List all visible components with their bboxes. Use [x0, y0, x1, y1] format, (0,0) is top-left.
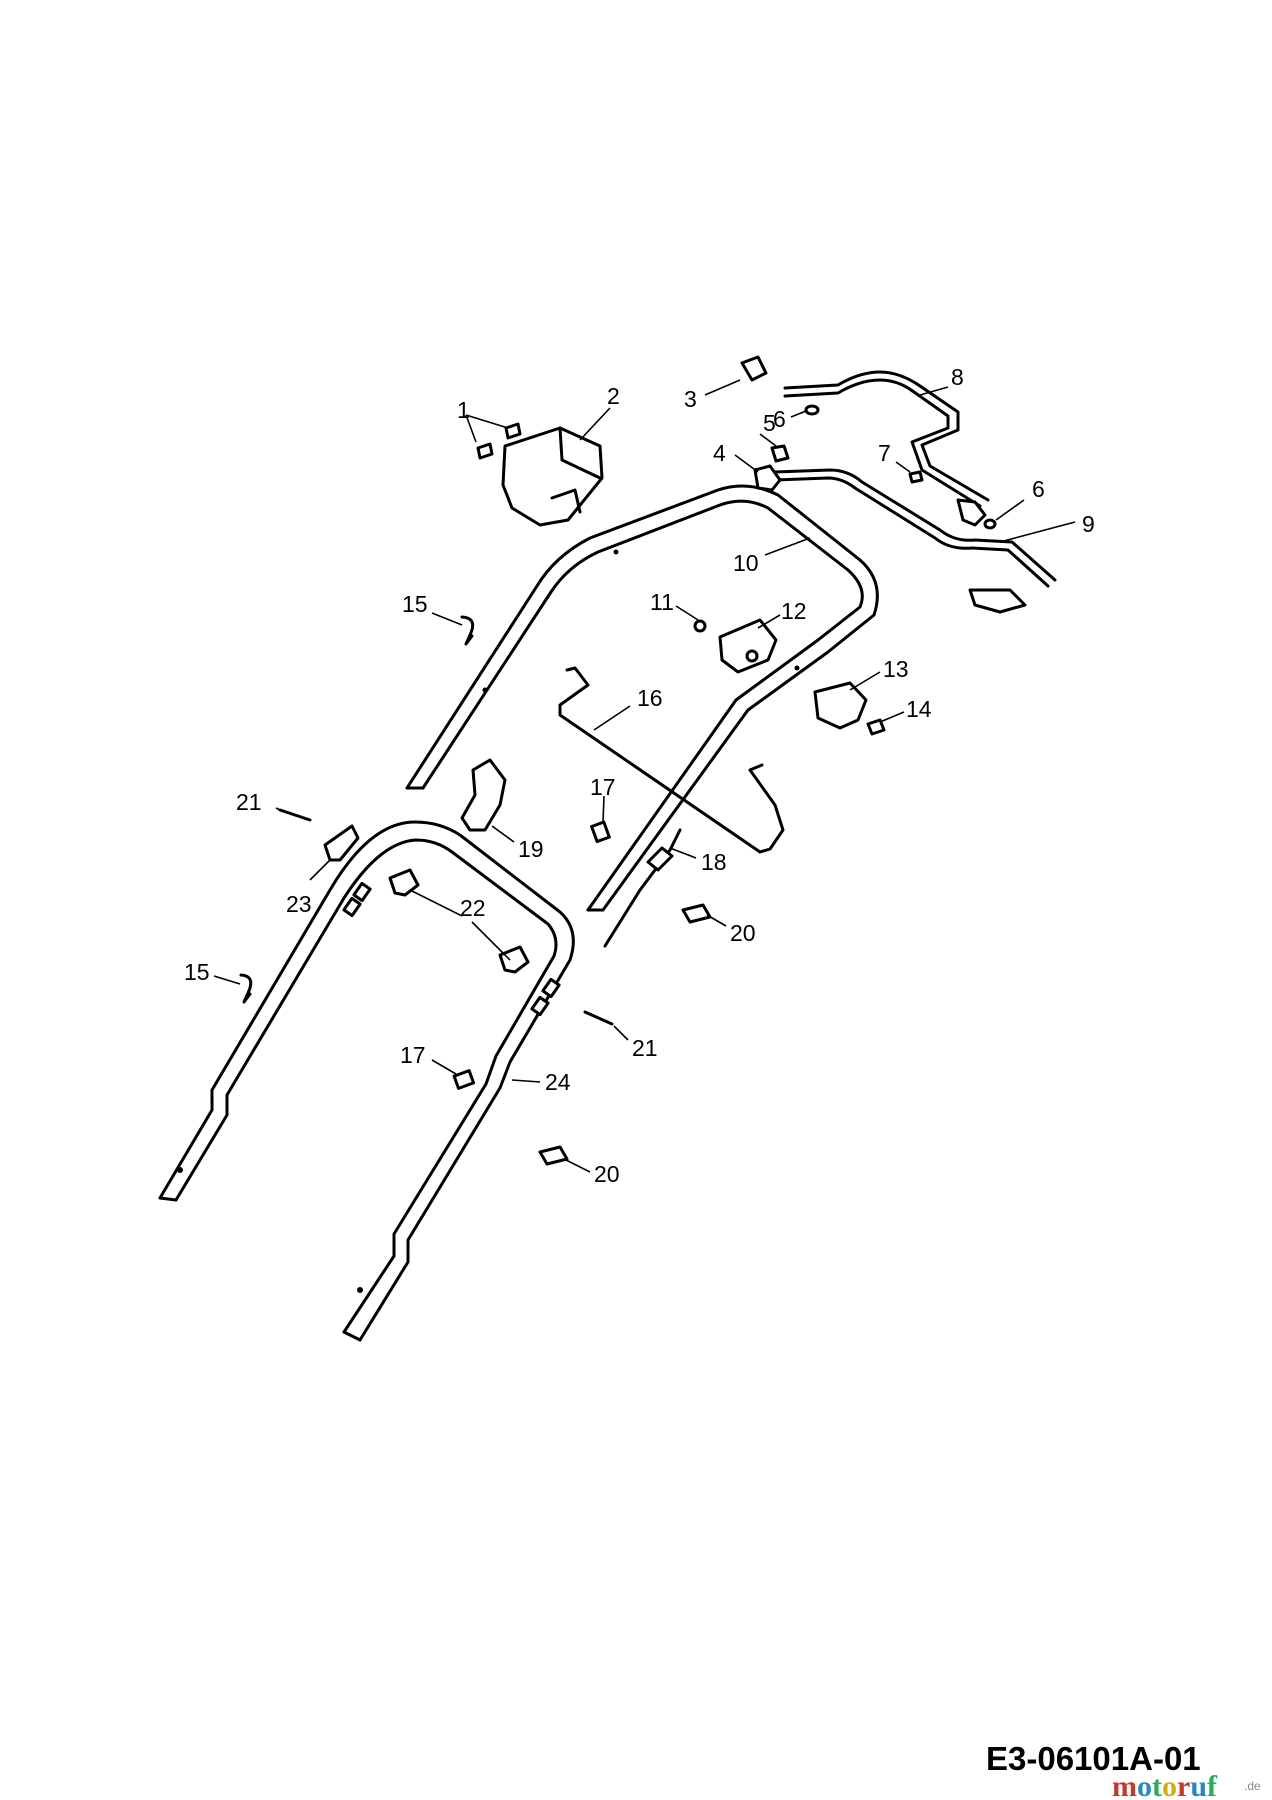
label-20b: 20: [594, 1161, 620, 1187]
label-3: 3: [684, 386, 697, 412]
label-16: 16: [637, 685, 663, 711]
label-1: 1: [457, 397, 470, 423]
label-5: 5: [763, 410, 776, 436]
label-21b: 21: [632, 1035, 658, 1061]
label-24: 24: [545, 1069, 571, 1095]
label-21a: 21: [236, 789, 262, 815]
label-6b: 6: [1032, 476, 1045, 502]
diagram-code: E3-06101A-01: [986, 1740, 1201, 1777]
label-17b: 17: [400, 1042, 426, 1068]
control-lever-8: [783, 370, 990, 527]
label-14: 14: [906, 696, 932, 722]
label-6a: 6: [773, 406, 786, 432]
label-4: 4: [713, 440, 726, 466]
label-7: 7: [878, 440, 891, 466]
label-17a: 17: [590, 774, 616, 800]
lower-handle-bar: [158, 820, 575, 1342]
label-18: 18: [701, 849, 727, 875]
label-10: 10: [733, 550, 759, 576]
control-lever-9: [773, 468, 1057, 614]
label-15a: 15: [402, 591, 428, 617]
label-23: 23: [286, 891, 312, 917]
watermark: motoruf .de: [1112, 1770, 1261, 1800]
callouts: 1 2 3 4 5 6 6 7 8 9 10 11 12 13 14 15 15: [184, 364, 1095, 1187]
label-8: 8: [951, 364, 964, 390]
parts-small: [239, 355, 997, 1166]
label-11: 11: [650, 589, 674, 615]
upper-handle-bar: [405, 484, 879, 912]
label-19: 19: [518, 836, 544, 862]
label-20a: 20: [730, 920, 756, 946]
watermark-text: motoruf: [1112, 1770, 1218, 1800]
label-22: 22: [460, 895, 486, 921]
watermark-suffix: .de: [1244, 1779, 1261, 1793]
label-13: 13: [883, 656, 909, 682]
label-12: 12: [781, 598, 807, 624]
label-2: 2: [607, 383, 620, 409]
label-9: 9: [1082, 511, 1095, 537]
label-15b: 15: [184, 959, 210, 985]
